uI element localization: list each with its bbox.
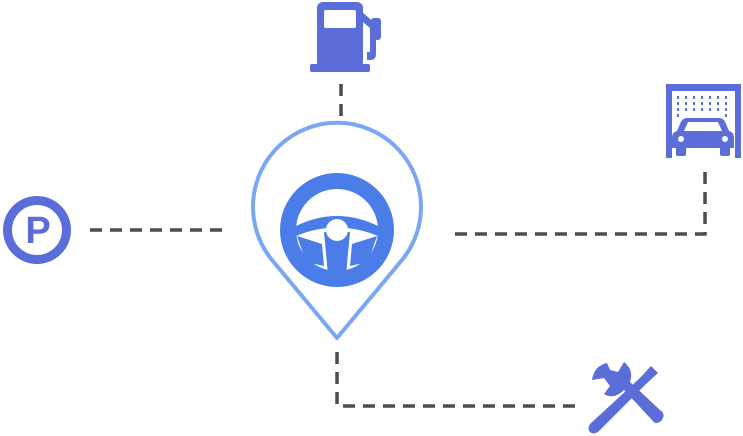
map-pin-icon [251,120,423,340]
steering-wheel-icon [280,173,394,287]
wrench-icon [592,362,664,423]
wrench-and-screwdriver-icon [588,362,664,434]
connector-to-car-wash [455,166,707,236]
car-wash-icon [666,84,741,158]
connector-to-repair [335,352,578,408]
parking-letter: P [25,210,50,252]
car-icon [672,118,734,156]
fuel-pump-icon [310,2,381,72]
parking-sign-icon: P [3,196,71,264]
water-drops [677,96,727,120]
